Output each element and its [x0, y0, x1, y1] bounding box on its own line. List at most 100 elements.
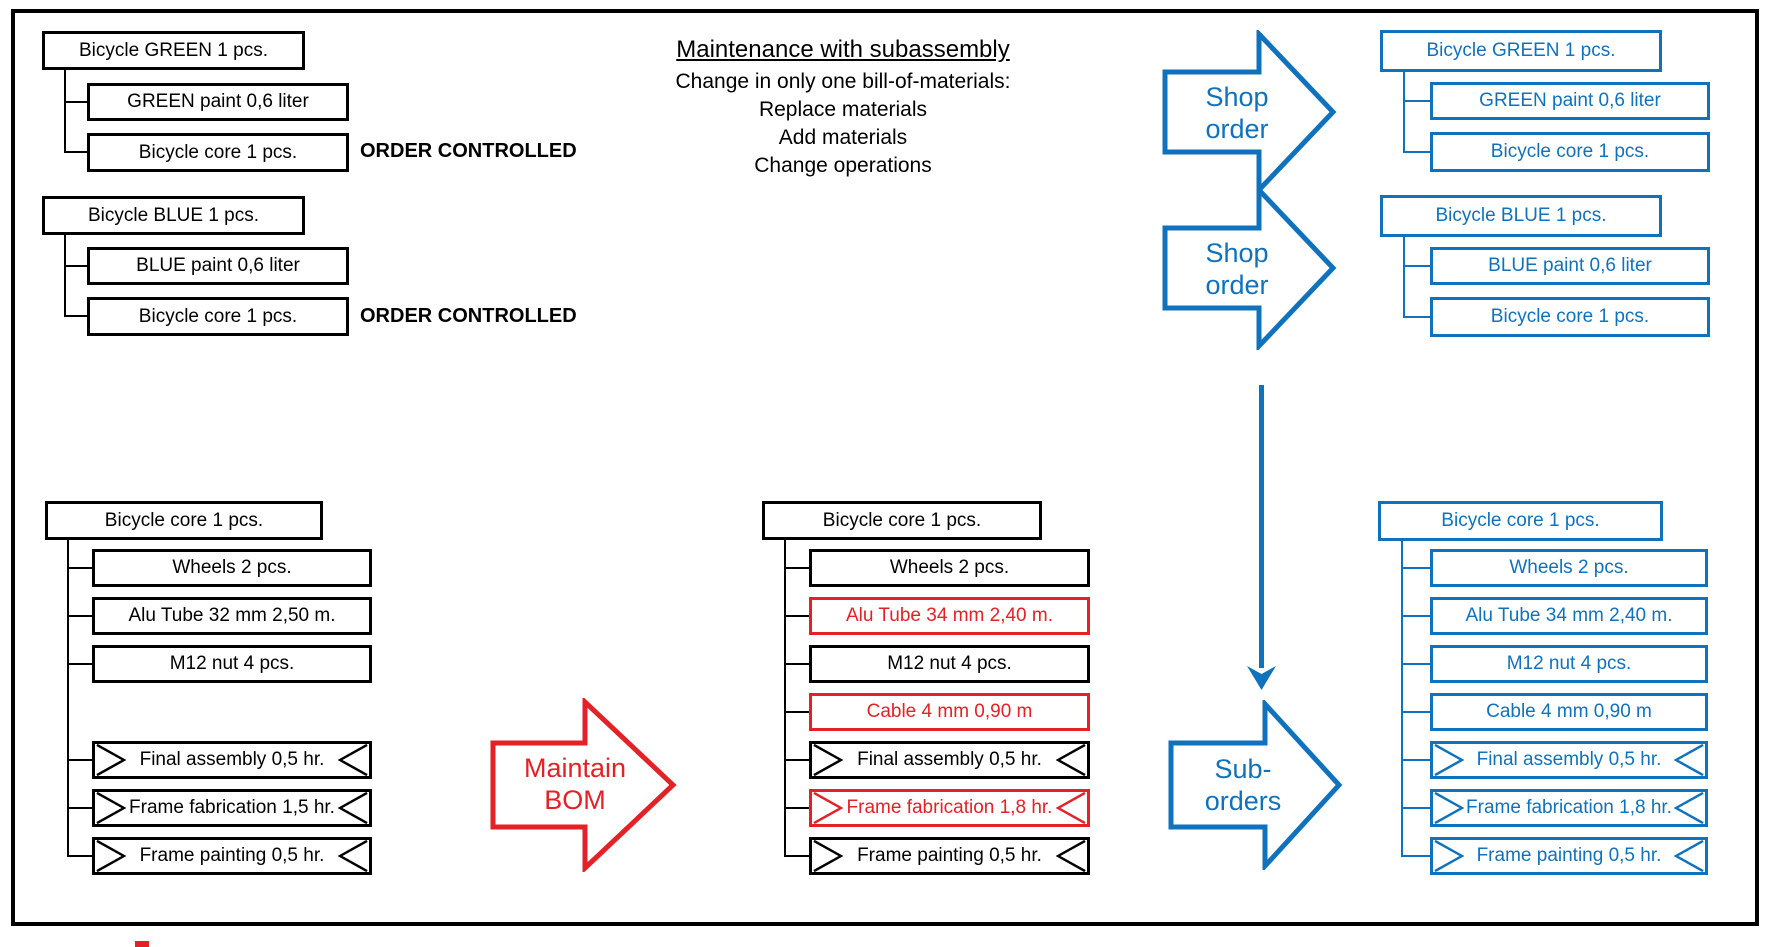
op-chevron-right-icon: [1434, 744, 1464, 776]
box-label: Final assembly 0,5 hr.: [857, 749, 1042, 770]
bom-box-root: Bicycle core 1 pcs.: [45, 501, 323, 540]
tree-connector: [1401, 855, 1430, 857]
bom-box-material: BLUE paint 0,6 liter: [87, 247, 349, 285]
box-label: BLUE paint 0,6 liter: [136, 255, 300, 276]
right-arrow-icon: [490, 698, 677, 872]
box-label: Frame painting 0,5 hr.: [1476, 845, 1662, 866]
box-label: Bicycle core 1 pcs.: [138, 141, 298, 163]
tree-connector: [67, 807, 92, 809]
bom-box-operation: Frame painting 0,5 hr.: [809, 837, 1090, 875]
tree-connector: [1403, 316, 1430, 318]
box-label: M12 nut 4 pcs.: [887, 653, 1012, 674]
tree-connector: [64, 101, 87, 103]
box-label: Bicycle core 1 pcs.: [1441, 510, 1600, 531]
op-chevron-right-icon: [96, 792, 126, 824]
box-label: Bicycle core 1 pcs.: [138, 305, 298, 327]
tree-connector: [64, 235, 66, 317]
bom-box-root: Bicycle GREEN 1 pcs.: [42, 31, 305, 70]
maintain-bom-arrow: Maintain BOM: [490, 698, 677, 872]
sub-order-box-material: Alu Tube 34 mm 2,40 m.: [1430, 597, 1708, 635]
box-label: Bicycle core 1 pcs.: [104, 509, 264, 531]
op-chevron-right-icon: [96, 744, 126, 776]
tree-connector: [67, 567, 92, 569]
center-line: Add materials: [778, 126, 908, 149]
box-label: Final assembly 0,5 hr.: [139, 749, 325, 770]
bom-box-material: Bicycle core 1 pcs.: [87, 133, 349, 172]
box-label: Frame painting 0,5 hr.: [139, 845, 325, 866]
tree-connector: [67, 615, 92, 617]
shop-order-box-root: Bicycle GREEN 1 pcs.: [1380, 30, 1662, 72]
box-label: Wheels 2 pcs.: [172, 557, 292, 578]
tree-connector: [1401, 567, 1430, 569]
bom-box-operation-changed: Frame fabrication 1,8 hr.: [809, 789, 1090, 827]
tree-connector: [1401, 663, 1430, 665]
sub-order-box-operation: Frame fabrication 1,8 hr.: [1430, 789, 1708, 827]
right-arrow-icon: [1162, 30, 1337, 194]
sub-order-box-material: Wheels 2 pcs.: [1430, 549, 1708, 587]
center-line: Change in only one bill-of-materials:: [675, 70, 1011, 93]
tree-connector: [1403, 100, 1430, 102]
box-label: Bicycle core 1 pcs.: [1490, 306, 1650, 327]
op-chevron-left-icon: [1056, 744, 1086, 776]
op-chevron-right-icon: [813, 744, 843, 776]
tree-connector: [67, 663, 92, 665]
bom-box-material-added: Cable 4 mm 0,90 m: [809, 693, 1090, 731]
right-arrow-icon: [1162, 186, 1337, 350]
shop-order-arrow-blue: Shop order: [1162, 186, 1337, 350]
box-label: Alu Tube 34 mm 2,40 m.: [846, 605, 1053, 626]
diagram-title: Maintenance with subassembly: [676, 36, 1010, 63]
tree-connector: [784, 540, 786, 857]
bom-box-material: GREEN paint 0,6 liter: [87, 83, 349, 121]
box-label: Frame fabrication 1,8 hr.: [846, 797, 1053, 818]
box-label: Final assembly 0,5 hr.: [1476, 749, 1662, 770]
shop-order-box-material: GREEN paint 0,6 liter: [1430, 82, 1710, 120]
tree-connector: [67, 855, 92, 857]
order-controlled-note: ORDER CONTROLLED: [360, 140, 577, 162]
tree-connector: [784, 567, 809, 569]
op-chevron-left-icon: [338, 744, 368, 776]
op-chevron-left-icon: [1056, 792, 1086, 824]
bom-box-operation: Final assembly 0,5 hr.: [809, 741, 1090, 779]
tree-connector: [64, 151, 87, 153]
box-label: Frame fabrication 1,8 hr.: [1466, 797, 1672, 818]
bom-box-material: Bicycle core 1 pcs.: [87, 297, 349, 336]
tree-connector: [1401, 807, 1430, 809]
op-chevron-left-icon: [338, 840, 368, 872]
sub-orders-arrow: Sub- orders: [1168, 700, 1343, 870]
bom-box-material: M12 nut 4 pcs.: [92, 645, 372, 683]
down-arrow-shaft: [1259, 385, 1264, 668]
tree-connector: [1403, 151, 1430, 153]
box-label: Frame fabrication 1,5 hr.: [129, 797, 335, 818]
tree-connector: [1401, 759, 1430, 761]
bom-box-material: Alu Tube 32 mm 2,50 m.: [92, 597, 372, 635]
tree-connector: [784, 663, 809, 665]
op-chevron-left-icon: [1674, 744, 1704, 776]
tree-connector: [784, 807, 809, 809]
op-chevron-right-icon: [1434, 840, 1464, 872]
box-label: Cable 4 mm 0,90 m: [1486, 701, 1652, 722]
tree-connector: [64, 70, 66, 153]
center-text-block: Maintenance with subassembly Change in o…: [613, 36, 1073, 180]
box-label: Bicycle GREEN 1 pcs.: [79, 39, 268, 61]
box-label: Wheels 2 pcs.: [1509, 557, 1629, 578]
box-label: Wheels 2 pcs.: [889, 557, 1010, 578]
sub-order-box-root: Bicycle core 1 pcs.: [1378, 501, 1663, 541]
box-label: Bicycle GREEN 1 pcs.: [1426, 40, 1616, 61]
box-label: Bicycle BLUE 1 pcs.: [87, 204, 260, 226]
center-line: Change operations: [754, 154, 932, 177]
red-mark: [135, 941, 149, 947]
arrow-label: Shop order: [1205, 238, 1269, 300]
box-label: M12 nut 4 pcs.: [1506, 653, 1632, 674]
box-label: Bicycle core 1 pcs.: [1490, 141, 1650, 162]
box-label: BLUE paint 0,6 liter: [1488, 255, 1652, 276]
op-chevron-right-icon: [96, 840, 126, 872]
shop-order-box-material: Bicycle core 1 pcs.: [1430, 132, 1710, 172]
op-chevron-right-icon: [813, 840, 843, 872]
shop-order-arrow-green: Shop order: [1162, 30, 1337, 194]
bom-box-material: Wheels 2 pcs.: [809, 549, 1090, 587]
order-controlled-note: ORDER CONTROLLED: [360, 305, 577, 327]
shop-order-box-material: BLUE paint 0,6 liter: [1430, 247, 1710, 285]
op-chevron-left-icon: [338, 792, 368, 824]
box-label: GREEN paint 0,6 liter: [1479, 90, 1661, 111]
box-label: M12 nut 4 pcs.: [169, 653, 295, 674]
